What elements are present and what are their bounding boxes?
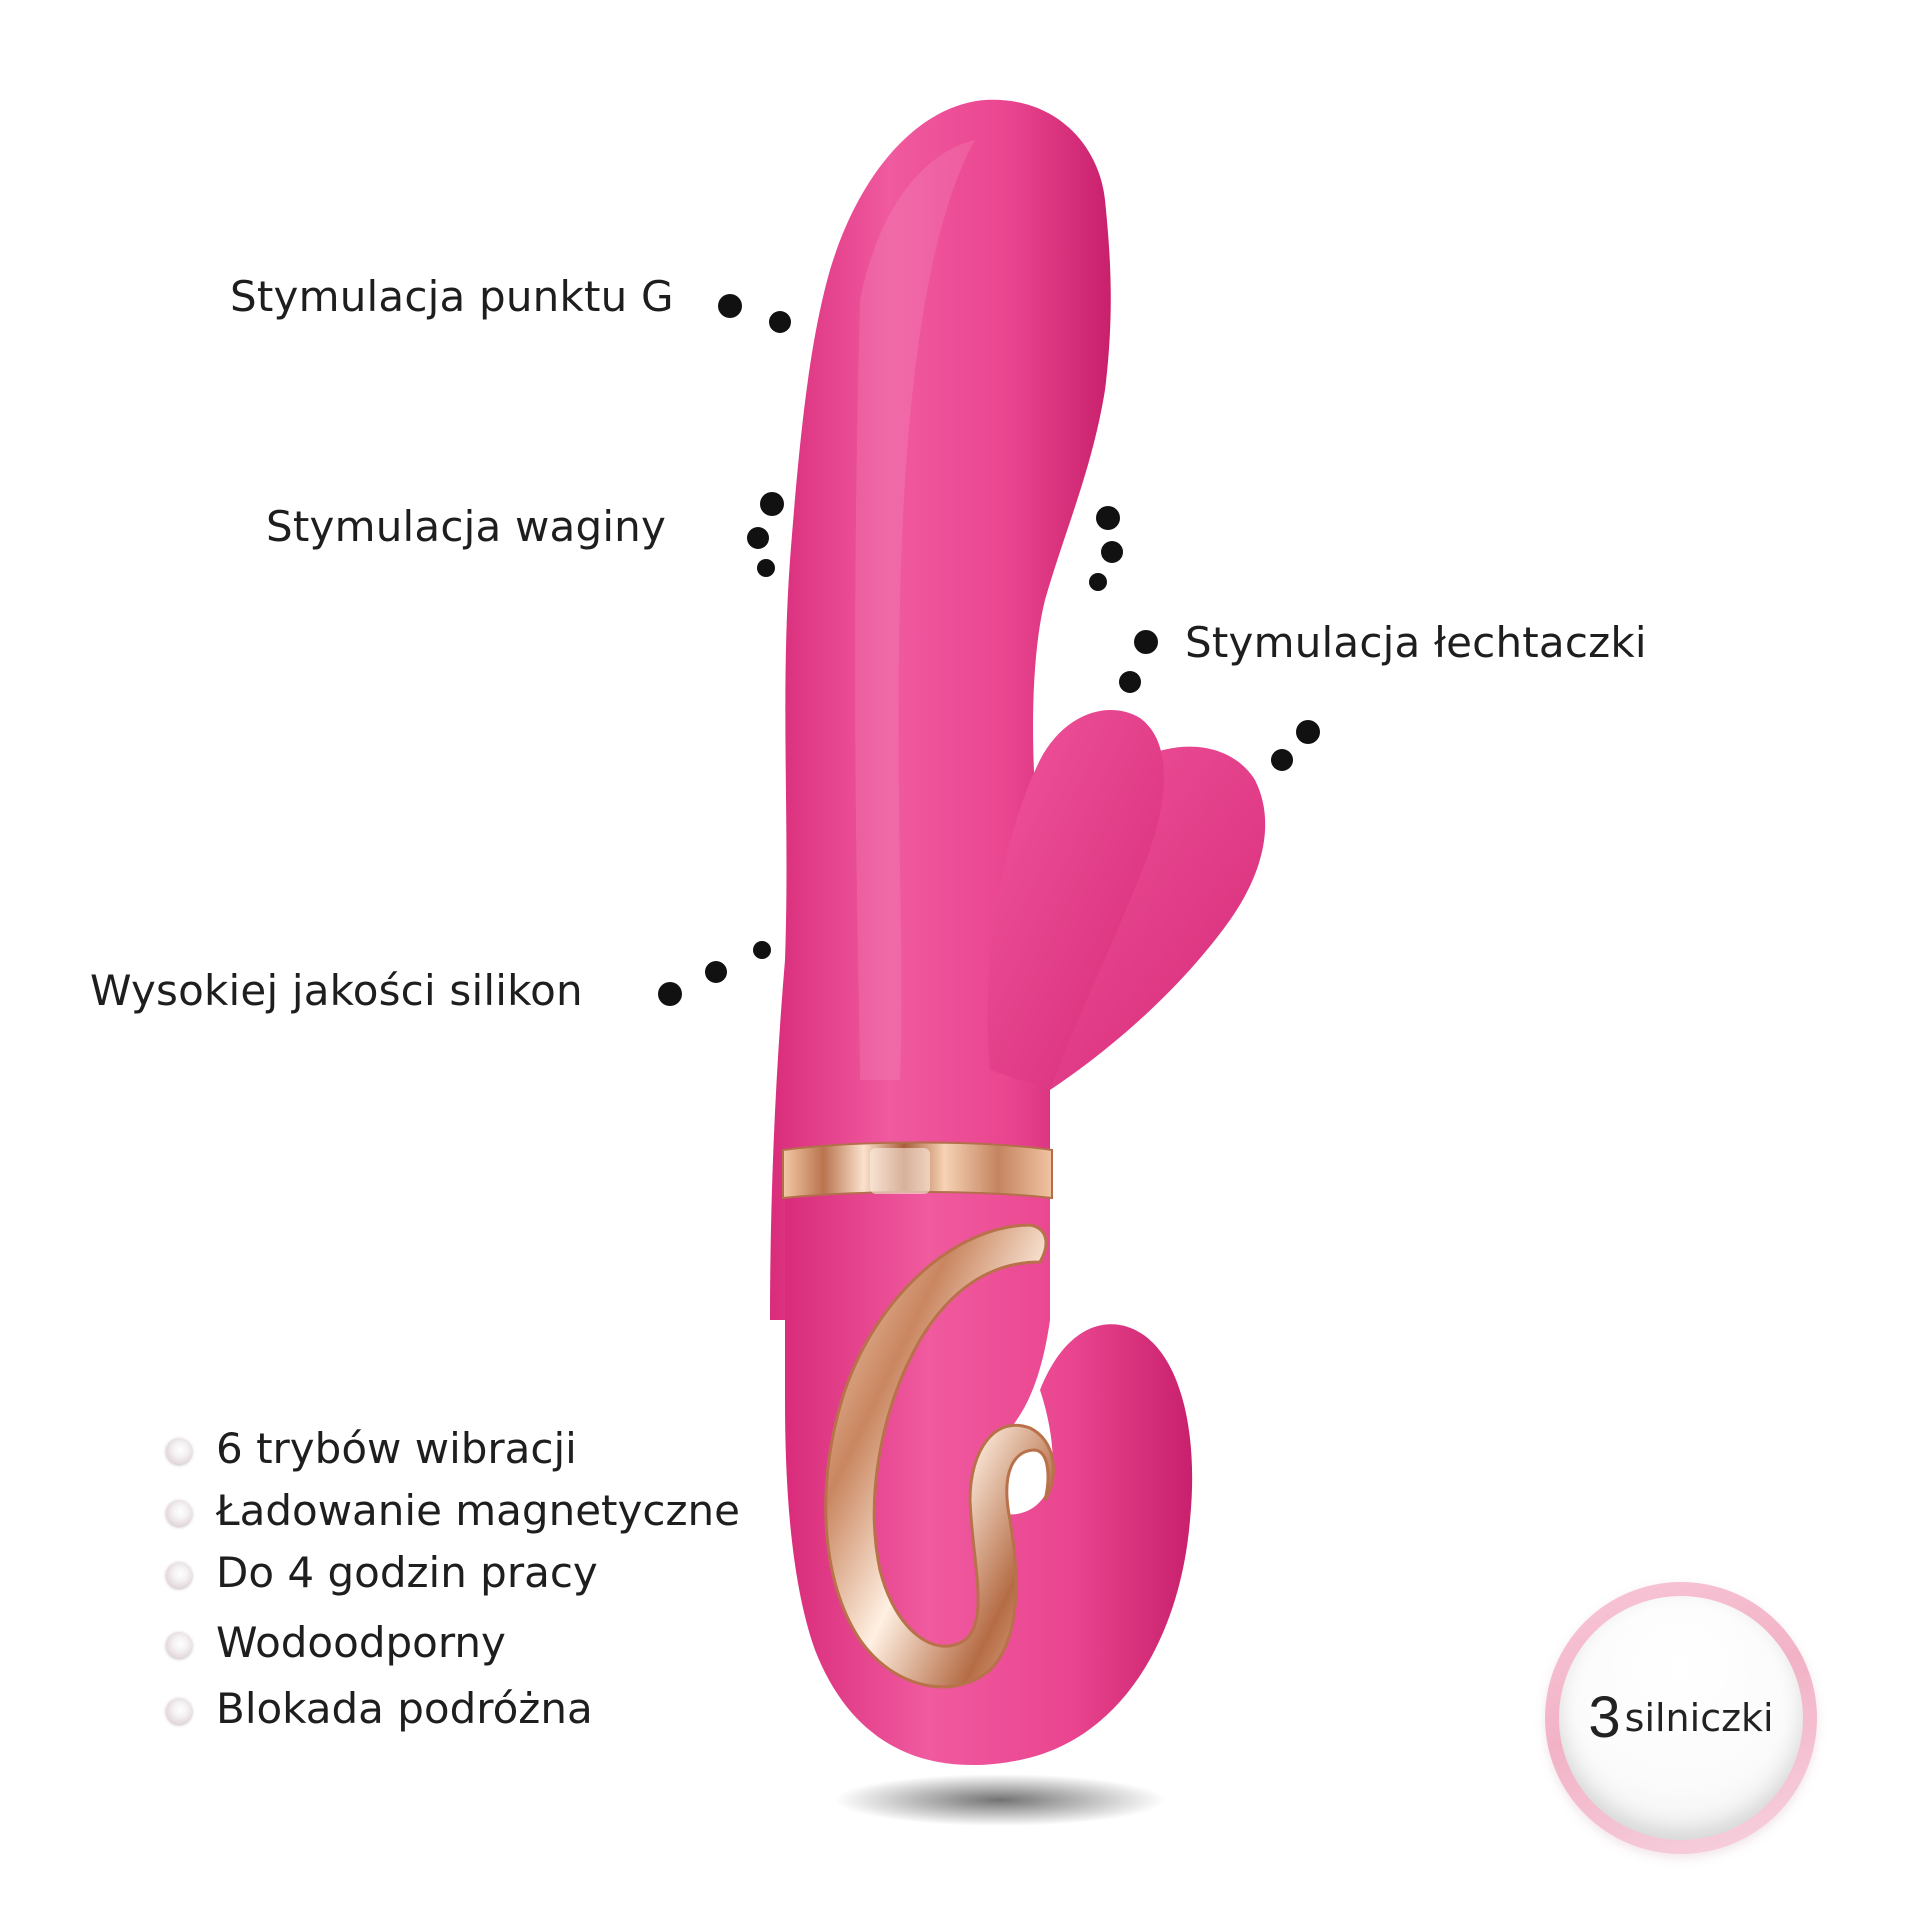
feature-item: Blokada podróżna (160, 1680, 740, 1738)
badge-disc (1559, 1596, 1803, 1840)
pearl-bullet-icon (166, 1632, 192, 1658)
callout-clitoral-stimulation: Stymulacja łechtaczki (1185, 618, 1647, 667)
dot-silicon-1 (658, 982, 682, 1006)
badge-text: 3 silniczki (1545, 1582, 1817, 1854)
feature-label: Ładowanie magnetyczne (216, 1486, 740, 1535)
pearl-bullet-icon (166, 1562, 192, 1588)
dot-gspot-2 (769, 311, 791, 333)
dot-vagina-2 (747, 527, 769, 549)
motors-badge: 3 silniczki (1545, 1582, 1817, 1854)
main-shaft (770, 99, 1111, 1320)
feature-label: 6 trybów wibracji (216, 1424, 577, 1473)
feature-label: Wodoodporny (216, 1618, 506, 1667)
badge-number: 3 (1588, 1685, 1621, 1750)
dot-silicon-3 (753, 941, 771, 959)
pearl-bullet-icon (166, 1500, 192, 1526)
callout-gspot-stimulation: Stymulacja punktu G (230, 272, 674, 321)
feature-label: Do 4 godzin pracy (216, 1548, 598, 1597)
dot-vagina-1 (760, 492, 784, 516)
callout-dots (658, 294, 1320, 1006)
feature-item: Wodoodporny (160, 1614, 740, 1672)
shaft-highlight (855, 140, 975, 1080)
dot-clit-1 (1096, 506, 1120, 530)
callout-vaginal-stimulation: Stymulacja waginy (266, 502, 667, 551)
feature-item: Do 4 godzin pracy (160, 1544, 740, 1602)
callout-silicone-quality: Wysokiej jakości silikon (90, 966, 583, 1015)
gold-band-shine (870, 1148, 930, 1194)
dot-ear-2 (1271, 749, 1293, 771)
badge-word: silniczki (1624, 1696, 1774, 1740)
dot-silicon-2 (705, 961, 727, 983)
feature-label: Blokada podróżna (216, 1684, 593, 1733)
ground-shadow (835, 1774, 1165, 1826)
dot-gspot-1 (718, 294, 742, 318)
gold-handle (824, 1223, 1055, 1689)
pearl-bullet-icon (166, 1698, 192, 1724)
feature-item: 6 trybów wibracji (160, 1420, 740, 1478)
dot-clit-2 (1101, 541, 1123, 563)
dot-clit-4 (1134, 630, 1158, 654)
dot-ear-1 (1296, 720, 1320, 744)
feature-item: Ładowanie magnetyczne (160, 1482, 740, 1540)
dot-clit-3 (1089, 573, 1107, 591)
clit-arm-front (987, 710, 1164, 1090)
pearl-bullet-icon (166, 1438, 192, 1464)
dot-vagina-3 (757, 559, 775, 577)
dot-clit-5 (1119, 671, 1141, 693)
feature-list: 6 trybów wibracji Ładowanie magnetyczne … (160, 1420, 740, 1742)
